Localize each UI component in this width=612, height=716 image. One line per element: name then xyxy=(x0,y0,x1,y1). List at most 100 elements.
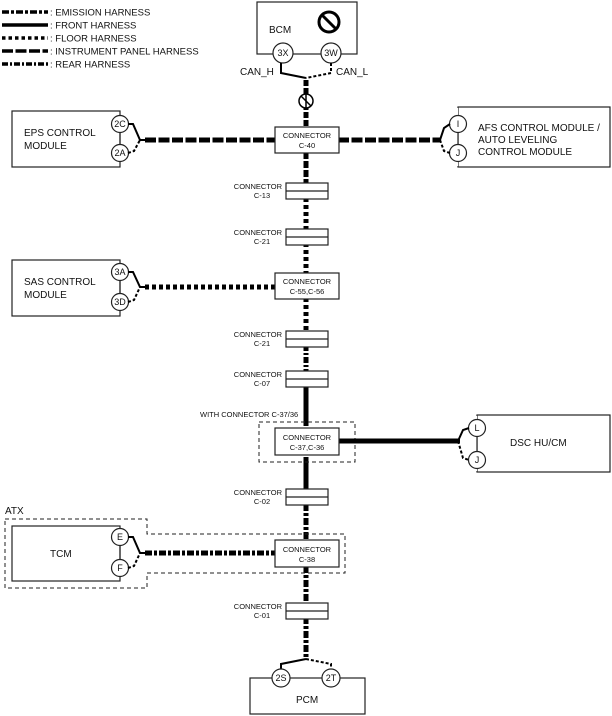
eps-label-line1: EPS CONTROL xyxy=(24,128,96,139)
connector-c37-c36-label: CONNECTOR xyxy=(283,433,332,442)
connector-c40[interactable]: CONNECTOR C-40 xyxy=(145,126,440,154)
connector-c21-lower-label: CONNECTOR xyxy=(234,330,283,339)
sas-label-line1: SAS CONTROL xyxy=(24,277,96,288)
sas-label-line2: MODULE xyxy=(24,290,67,301)
afs-can-l-wire xyxy=(439,139,451,154)
connector-c55-c56-id: C-55,C-56 xyxy=(290,287,325,296)
afs-label-line3: CONTROL MODULE xyxy=(478,147,572,158)
bcm-label: BCM xyxy=(269,25,291,36)
eps-pin-2c: 2C xyxy=(110,114,130,134)
connector-c07[interactable]: CONNECTOR C-07 xyxy=(234,370,329,388)
connector-c38[interactable]: CONNECTOR C-38 xyxy=(145,539,340,568)
dsc-box xyxy=(476,414,611,473)
prohibited-icon xyxy=(317,10,341,34)
legend-label-instrument: : INSTRUMENT PANEL HARNESS xyxy=(50,47,199,58)
connector-c01-label: CONNECTOR xyxy=(234,602,283,611)
connector-c38-id: C-38 xyxy=(299,555,315,564)
pcm-label: PCM xyxy=(296,695,318,706)
connector-c55-c56[interactable]: CONNECTOR C-55,C-56 xyxy=(145,272,340,300)
svg-text:2C: 2C xyxy=(114,119,126,129)
eps-label-line2: MODULE xyxy=(24,141,67,152)
svg-text:2T: 2T xyxy=(326,673,337,683)
bcm-box xyxy=(256,1,358,55)
afs-pin-i: I xyxy=(448,114,468,134)
svg-text:J: J xyxy=(475,455,480,465)
pcm-can-h-wire xyxy=(280,658,307,670)
connector-c38-label: CONNECTOR xyxy=(283,545,332,554)
afs-box xyxy=(457,106,611,168)
sas-pin-3d: 3D xyxy=(110,292,130,312)
pcm-module[interactable]: PCM 2S 2T xyxy=(249,658,366,715)
dsc-label: DSC HU/CM xyxy=(510,438,567,449)
dsc-pin-j: J xyxy=(467,450,487,470)
connector-c21-upper-id: C-21 xyxy=(254,237,270,246)
tcm-pin-e: E xyxy=(110,527,130,547)
tcm-can-l-wire xyxy=(127,552,141,569)
connector-c13[interactable]: CONNECTOR C-13 xyxy=(234,182,329,200)
connector-c02[interactable]: CONNECTOR C-02 xyxy=(234,488,329,506)
svg-text:2A: 2A xyxy=(114,148,125,158)
legend-item-rear: : REAR HARNESS xyxy=(2,60,130,71)
connector-c37-c36[interactable]: WITH CONNECTOR C-37/36 CONNECTOR C-37,C-… xyxy=(200,410,460,463)
can-h-label: CAN_H xyxy=(240,67,274,78)
legend-label-rear: : REAR HARNESS xyxy=(50,60,130,71)
bcm-module[interactable]: BCM 3X 3W CAN_H CAN_L xyxy=(240,1,369,109)
eps-can-h-wire xyxy=(128,123,146,141)
connector-c07-id: C-07 xyxy=(254,379,270,388)
sas-control-module[interactable]: SAS CONTROL MODULE 3A 3D xyxy=(11,259,146,317)
eps-control-module[interactable]: EPS CONTROL MODULE 2C 2A xyxy=(11,110,146,168)
tcm-module[interactable]: TCM E F xyxy=(11,525,146,582)
eps-can-l-wire xyxy=(127,139,141,154)
svg-text:3A: 3A xyxy=(114,267,125,277)
connector-c02-id: C-02 xyxy=(254,497,270,506)
legend-item-instrument: : INSTRUMENT PANEL HARNESS xyxy=(2,47,199,58)
legend-item-floor: : FLOOR HARNESS xyxy=(2,34,137,45)
pcm-pin-2t: 2T xyxy=(321,668,341,688)
connector-c40-id: C-40 xyxy=(299,141,315,150)
legend: : EMISSION HARNESS : FRONT HARNESS : FLO… xyxy=(2,8,199,71)
svg-text:2S: 2S xyxy=(275,673,286,683)
atx-label: ATX xyxy=(5,506,24,517)
legend-item-emission: : EMISSION HARNESS xyxy=(2,8,150,19)
connector-c40-box xyxy=(274,126,340,154)
svg-text:3X: 3X xyxy=(277,48,288,58)
bcm-pin-3x: 3X xyxy=(272,42,294,64)
dsc-can-h-wire xyxy=(457,427,470,442)
connector-c21-lower[interactable]: CONNECTOR C-21 xyxy=(234,330,329,348)
tcm-pin-f: F xyxy=(110,558,130,578)
svg-text:3D: 3D xyxy=(114,297,126,307)
pcm-can-l-wire xyxy=(305,658,332,670)
dsc-pin-l: L xyxy=(467,418,487,438)
svg-text:E: E xyxy=(117,532,123,542)
connector-c07-label: CONNECTOR xyxy=(234,370,283,379)
svg-text:L: L xyxy=(474,423,479,433)
svg-text:3W: 3W xyxy=(324,48,338,58)
atx-group: ATX xyxy=(4,506,346,589)
legend-label-floor: : FLOOR HARNESS xyxy=(50,34,137,45)
connector-c21-upper[interactable]: CONNECTOR C-21 xyxy=(234,228,329,246)
can-l-label: CAN_L xyxy=(336,67,369,78)
connector-c38-box xyxy=(274,539,340,568)
connector-c21-lower-id: C-21 xyxy=(254,339,270,348)
pcm-box xyxy=(249,677,366,715)
connector-c13-id: C-13 xyxy=(254,191,270,200)
legend-item-front: : FRONT HARNESS xyxy=(2,21,136,32)
atx-group-outline xyxy=(4,518,346,589)
afs-control-module[interactable]: AFS CONTROL MODULE / AUTO LEVELING CONTR… xyxy=(439,106,611,168)
svg-text:I: I xyxy=(457,119,460,129)
dsc-hu-cm-module[interactable]: DSC HU/CM L J xyxy=(457,414,611,473)
connector-c37-c36-box xyxy=(274,427,340,456)
connector-c21-upper-label: CONNECTOR xyxy=(234,228,283,237)
tcm-can-h-wire xyxy=(128,536,146,554)
connector-c13-label: CONNECTOR xyxy=(234,182,283,191)
tcm-label: TCM xyxy=(50,549,72,560)
afs-label-line2: AUTO LEVELING xyxy=(478,135,558,146)
afs-label-line1: AFS CONTROL MODULE / xyxy=(478,123,600,134)
eps-box xyxy=(11,110,121,168)
connector-c01[interactable]: CONNECTOR C-01 xyxy=(234,602,329,620)
connector-c01-id: C-01 xyxy=(254,611,270,620)
connector-c55-c56-label: CONNECTOR xyxy=(283,277,332,286)
sas-can-h-wire xyxy=(128,271,146,288)
sas-pin-3a: 3A xyxy=(110,262,130,282)
